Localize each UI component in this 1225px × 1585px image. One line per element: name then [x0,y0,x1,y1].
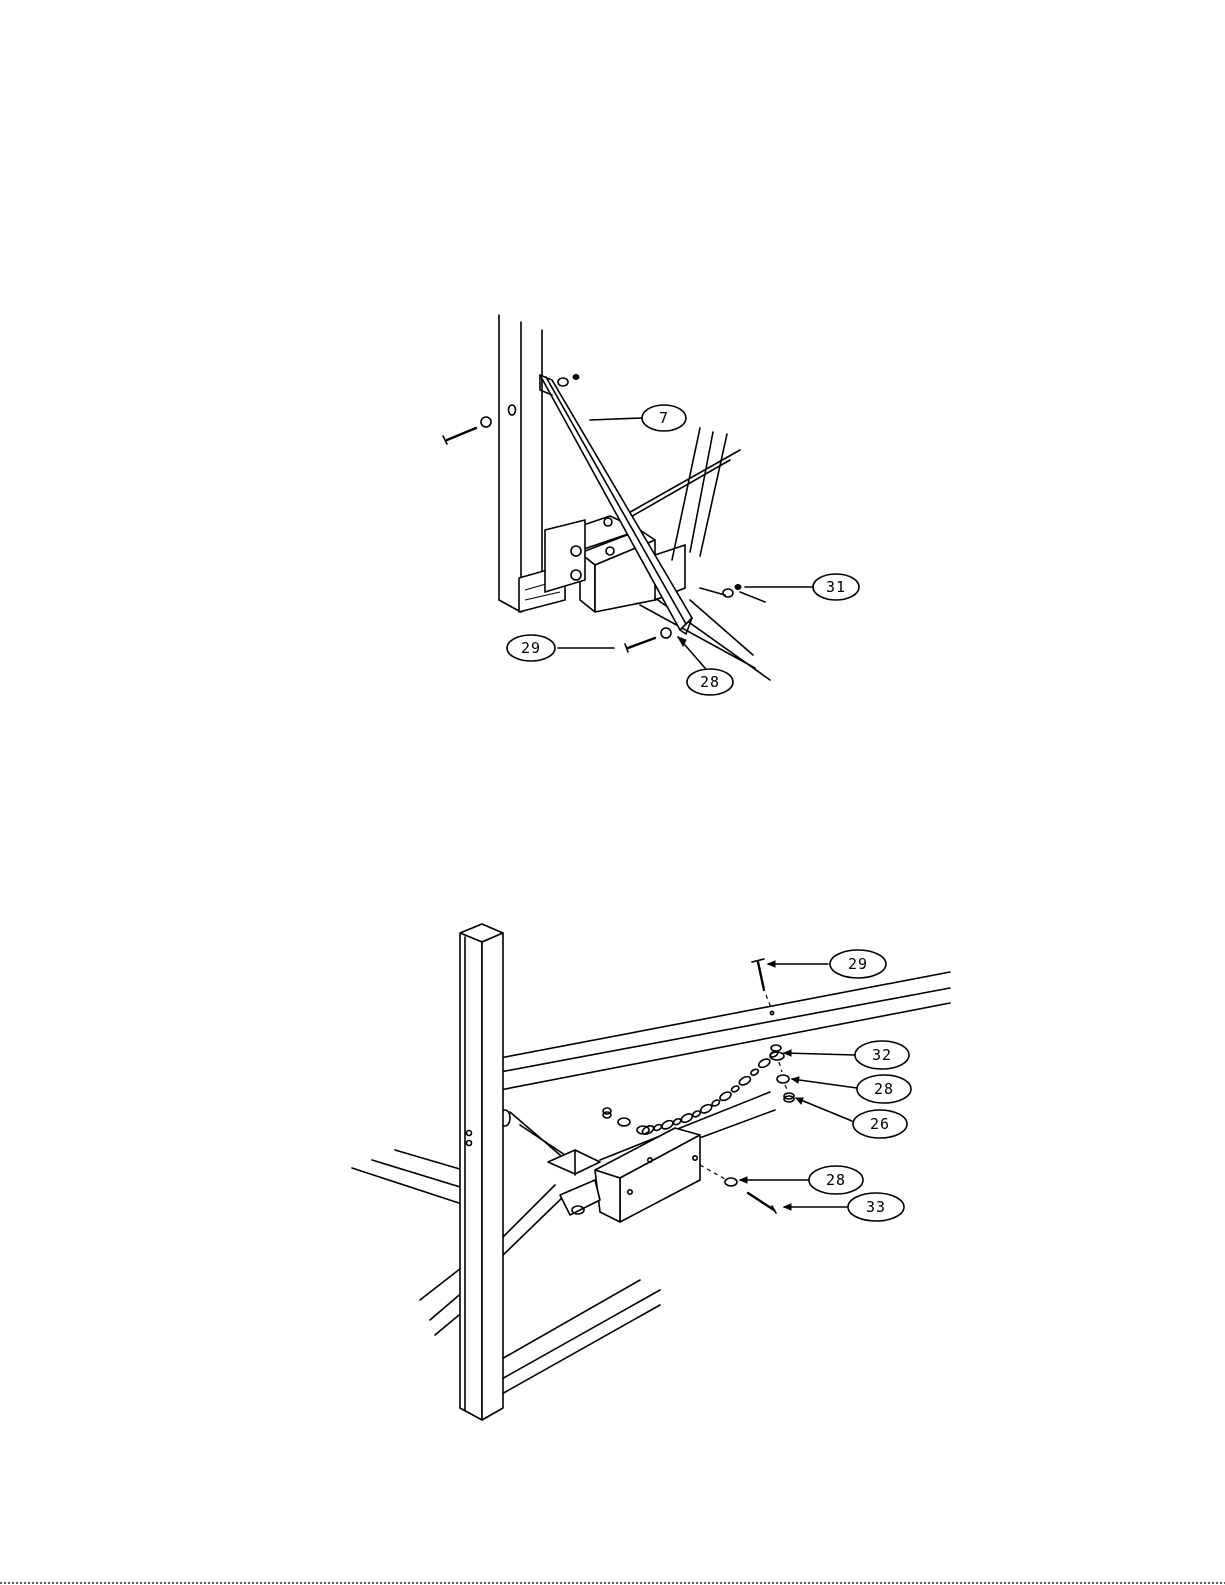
svg-text:26: 26 [870,1115,890,1133]
callout-bottom-29: 29 [830,950,886,978]
svg-text:7: 7 [659,409,669,427]
top-nut-washer [558,375,579,387]
chain-link [730,1085,739,1093]
svg-text:29: 29 [521,639,541,657]
upper-rail [500,972,950,1090]
svg-text:29: 29 [848,955,868,973]
chain-link [699,1103,713,1115]
callout-bottom-33: 33 [848,1193,904,1221]
callout-top-29: 29 [507,635,555,661]
chain-link [738,1075,752,1087]
callout-top-28: 28 [687,669,733,695]
svg-text:28: 28 [700,673,720,691]
callout-top-31: 31 [813,574,859,600]
figure-top-brace-assembly: 7 31 29 28 [443,315,859,695]
left-bolt [443,417,491,444]
chain-link [711,1099,720,1107]
lower-washer-bolt-33 [700,1165,776,1213]
chain-link [750,1068,759,1076]
square-post [460,924,503,1420]
latch-bracket [548,1128,700,1222]
chain-link [719,1090,733,1102]
callout-top-7: 7 [642,405,686,431]
figure-bottom-latch-assembly: 29 32 28 26 28 33 [352,924,950,1420]
callout-bottom-32: 32 [855,1041,909,1069]
callout-bottom-26: 26 [853,1110,907,1138]
callout-bottom-28-upper: 28 [857,1075,911,1103]
chain-link [757,1057,771,1069]
svg-text:32: 32 [872,1046,892,1064]
svg-text:28: 28 [826,1171,846,1189]
svg-text:28: 28 [874,1080,894,1098]
vertical-post [499,315,542,612]
chain-link [653,1123,662,1131]
chain [641,1050,779,1136]
svg-text:31: 31 [826,578,846,596]
svg-text:33: 33 [866,1198,886,1216]
callout-bottom-28-lower: 28 [809,1166,863,1194]
chain-link [680,1112,694,1124]
chain-link [672,1118,681,1126]
chain-link [692,1110,701,1118]
bottom-bolt-washer [625,628,671,652]
background-frame [352,1092,775,1395]
